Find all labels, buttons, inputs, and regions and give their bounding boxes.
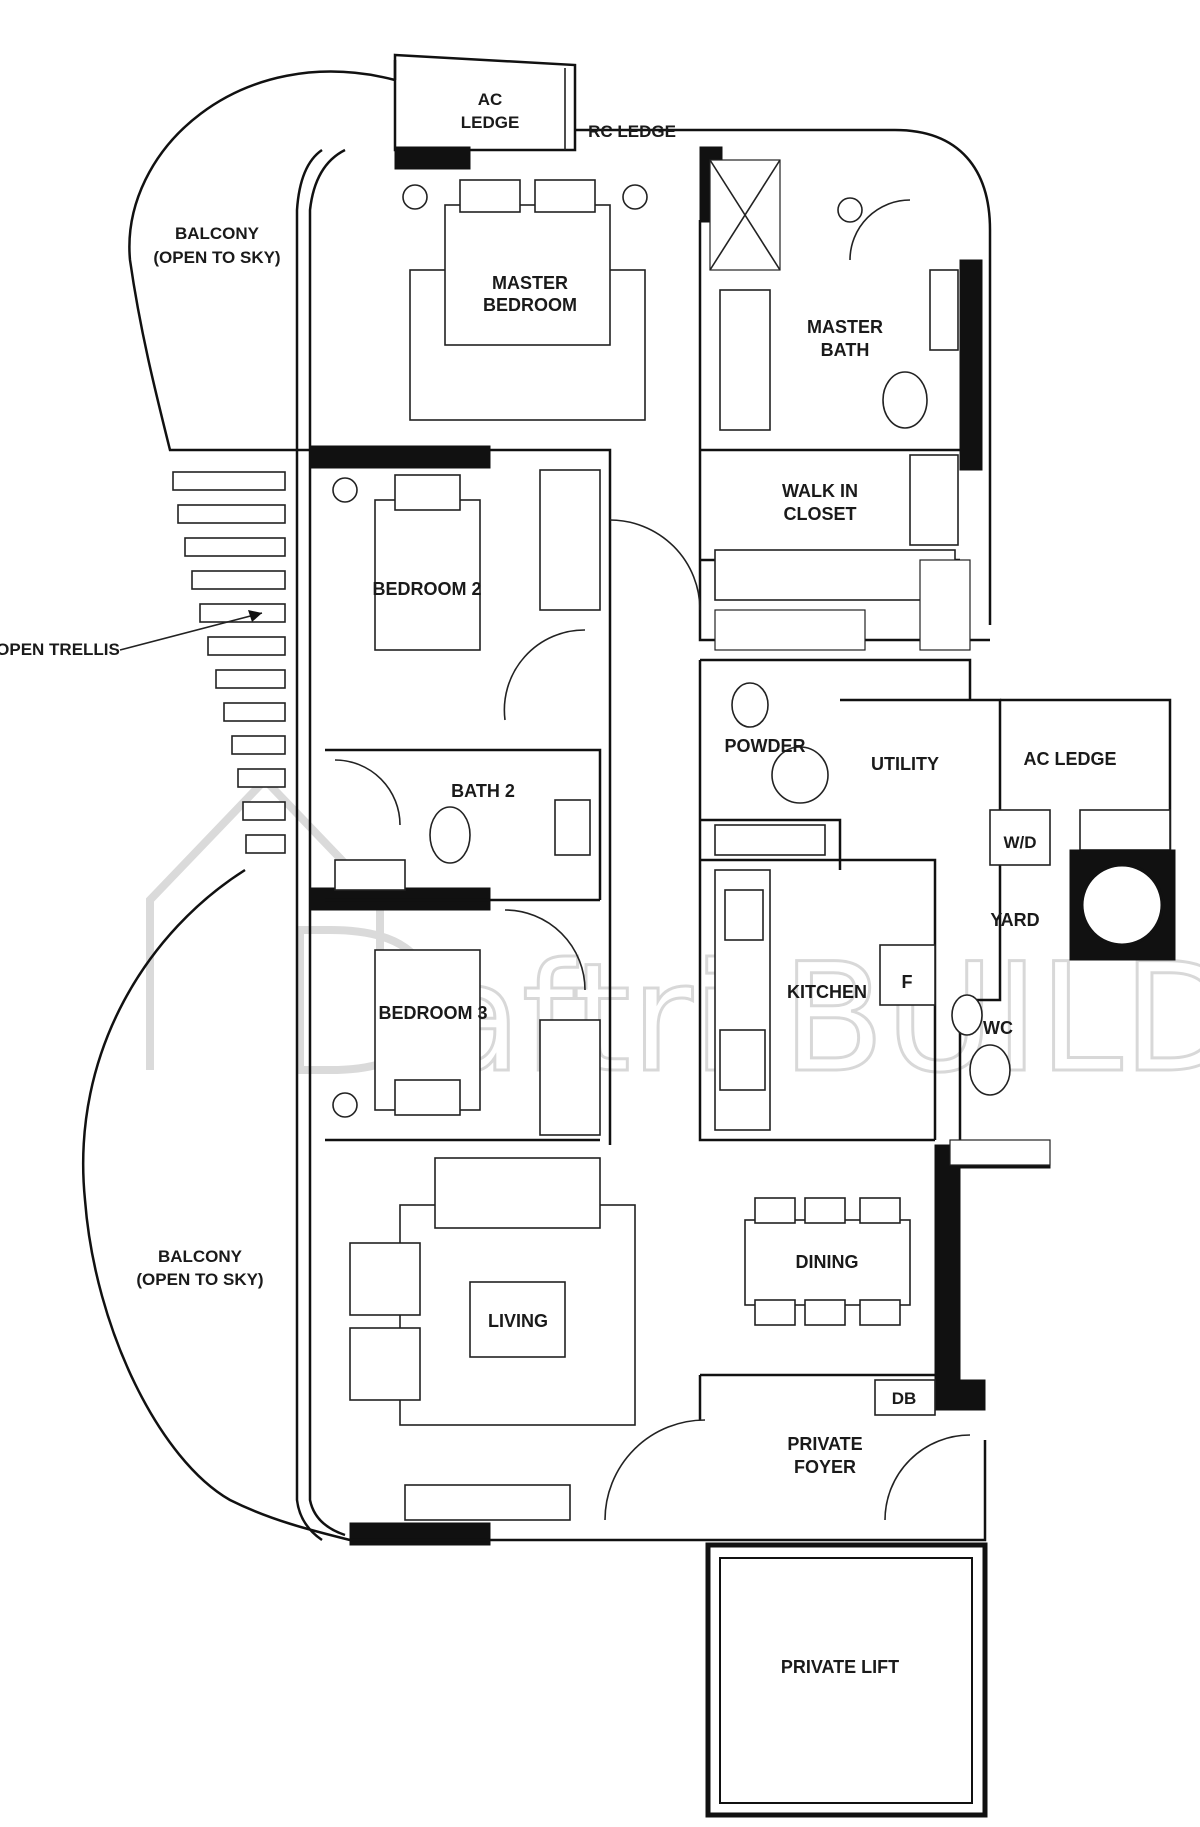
label-walk-in-closet-2: CLOSET	[783, 504, 856, 524]
label-walk-in-closet-1: WALK IN	[782, 481, 858, 501]
label-private-foyer-1: PRIVATE	[787, 1434, 862, 1454]
label-fridge: F	[902, 972, 913, 992]
kitchen-fixtures	[714, 869, 936, 1131]
label-ac-ledge-top-1: AC	[478, 90, 503, 109]
label-open-trellis: OPEN TRELLIS	[0, 640, 120, 659]
label-master-bedroom-2: BEDROOM	[483, 295, 577, 315]
yard-fixtures	[949, 809, 1176, 1166]
label-master-bath-1: MASTER	[807, 317, 883, 337]
label-powder: POWDER	[725, 736, 806, 756]
walk-in-wardrobe	[714, 454, 971, 651]
label-utility: UTILITY	[871, 754, 939, 774]
open-trellis	[119, 471, 286, 854]
label-balcony-top-1: BALCONY	[175, 224, 260, 243]
label-bedroom-2: BEDROOM 2	[372, 579, 481, 599]
powder-fixtures	[714, 682, 829, 856]
label-ac-ledge-right: AC LEDGE	[1023, 749, 1116, 769]
label-ac-ledge-top-2: LEDGE	[461, 113, 520, 132]
label-rc-ledge: RC LEDGE	[588, 122, 676, 141]
ac-ledge-top	[393, 53, 577, 152]
label-wd: W/D	[1003, 833, 1036, 852]
master-bed	[402, 179, 648, 421]
bath-2-fixtures	[334, 759, 591, 891]
label-balcony-bottom-2: (OPEN TO SKY)	[136, 1270, 263, 1289]
room-labels: AC LEDGE RC LEDGE BALCONY (OPEN TO SKY) …	[0, 90, 1117, 1677]
label-kitchen: KITCHEN	[787, 982, 867, 1002]
label-living: LIVING	[488, 1311, 548, 1331]
living-furniture	[349, 1157, 636, 1521]
label-balcony-bottom-1: BALCONY	[158, 1247, 243, 1266]
label-bath-2: BATH 2	[451, 781, 515, 801]
foyer-doors	[604, 1379, 971, 1521]
label-yard: YARD	[990, 910, 1039, 930]
label-db: DB	[892, 1389, 917, 1408]
label-private-lift: PRIVATE LIFT	[781, 1657, 899, 1677]
label-master-bath-2: BATH	[821, 340, 870, 360]
label-bedroom-3: BEDROOM 3	[378, 1003, 487, 1023]
master-bath-fixtures	[709, 159, 959, 431]
label-balcony-top-2: (OPEN TO SKY)	[153, 248, 280, 267]
label-wc: WC	[983, 1018, 1013, 1038]
outer-boundary-top-right	[575, 128, 992, 625]
private-lift-shaft	[705, 1542, 988, 1818]
bedroom-3-furniture	[332, 909, 601, 1136]
dining-furniture	[744, 1197, 911, 1326]
label-dining: DINING	[796, 1252, 859, 1272]
label-master-bedroom-1: MASTER	[492, 273, 568, 293]
label-private-foyer-2: FOYER	[794, 1457, 856, 1477]
bedroom-2-furniture	[332, 469, 701, 721]
exterior-walls	[295, 146, 1051, 1546]
balcony-bottom-outline	[81, 868, 351, 1542]
